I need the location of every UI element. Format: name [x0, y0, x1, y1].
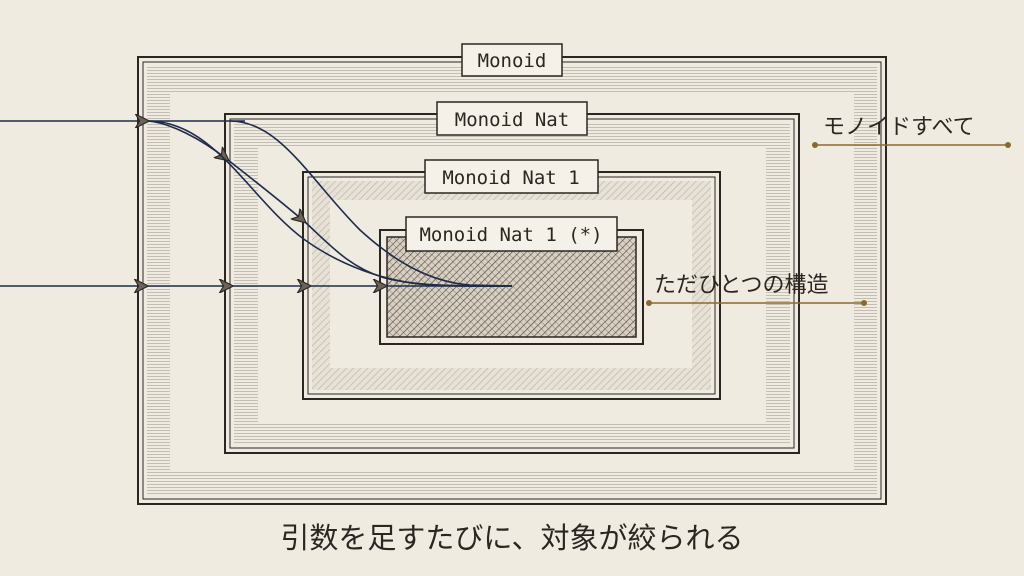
svg-text:ただひとつの構造: ただひとつの構造	[654, 273, 828, 298]
label-monoid-nat: Monoid Nat	[436, 101, 588, 136]
annotation-unique-structure: ただひとつの構造	[646, 273, 867, 306]
label-monoid: Monoid	[461, 43, 563, 77]
label-monoid-nat-1-star: Monoid Nat 1 (*)	[405, 216, 618, 252]
arrow-lines	[0, 120, 513, 287]
svg-text:Monoid: Monoid	[478, 50, 547, 72]
svg-text:Monoid Nat 1 (*): Monoid Nat 1 (*)	[419, 224, 602, 246]
curve-3	[229, 120, 513, 287]
curve-1-ext	[227, 159, 305, 222]
annotation-all-monoids: モノイドすべて	[812, 115, 1011, 148]
label-monoid-nat-1: Monoid Nat 1	[424, 159, 599, 194]
svg-text:モノイドすべて: モノイドすべて	[823, 115, 975, 140]
svg-text:Monoid Nat: Monoid Nat	[455, 109, 569, 131]
caption: 引数を足すたびに、対象が絞られる	[280, 521, 743, 555]
svg-text:Monoid Nat 1: Monoid Nat 1	[442, 167, 579, 189]
